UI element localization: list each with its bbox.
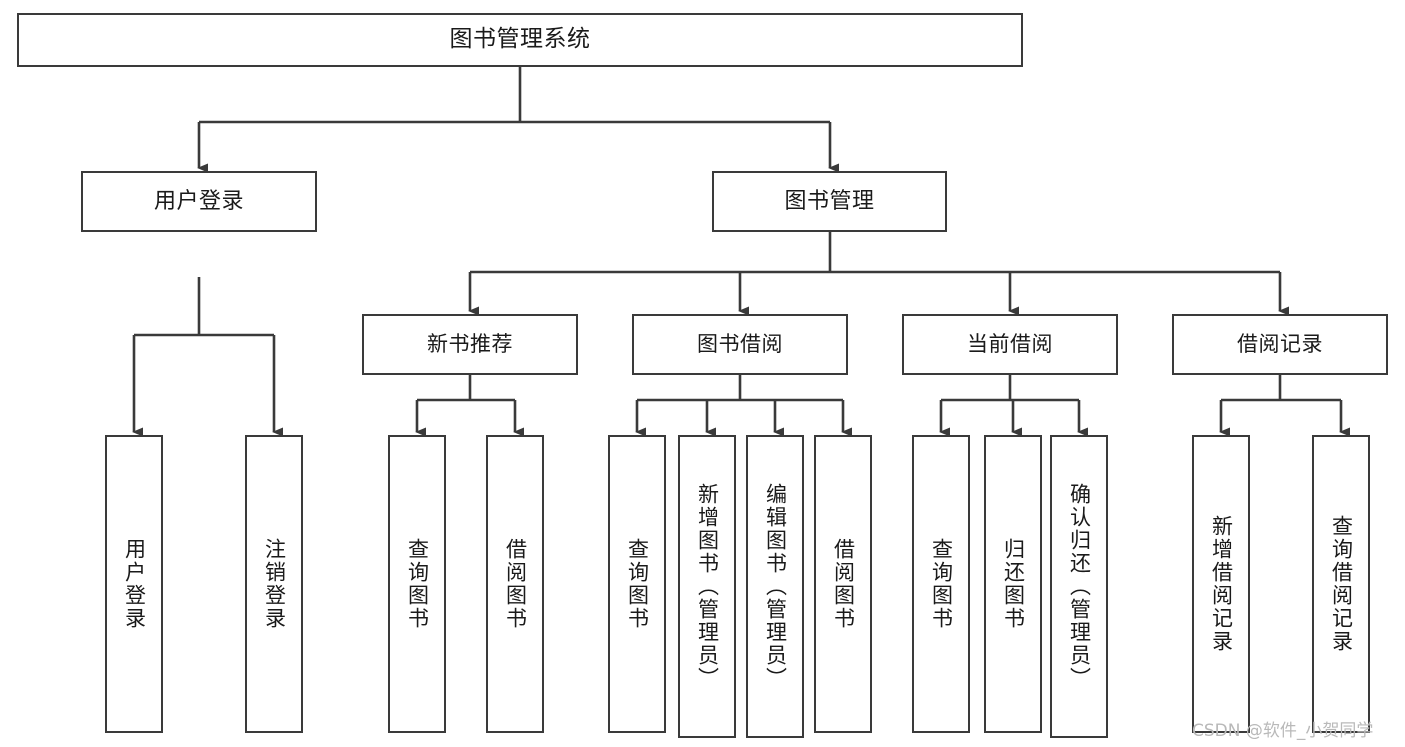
node-label: 当前借阅 xyxy=(967,332,1053,357)
csdn-watermark: CSDN @软件_小贺同学 xyxy=(1192,721,1374,741)
node-user-login[interactable]: 用户登录 xyxy=(81,171,317,232)
node-leaf-borrow-book-1[interactable]: 借阅图书 xyxy=(486,435,544,733)
node-leaf-user-login[interactable]: 用户登录 xyxy=(105,435,163,733)
node-label: 新增借阅记录 xyxy=(1209,515,1234,653)
node-label: 用户登录 xyxy=(153,188,244,214)
node-leaf-query-book-3[interactable]: 查询图书 xyxy=(912,435,970,733)
node-label: 用户登录 xyxy=(122,538,147,630)
node-leaf-borrow-book-2[interactable]: 借阅图书 xyxy=(814,435,872,733)
node-leaf-add-borrow-record[interactable]: 新增借阅记录 xyxy=(1192,435,1250,733)
node-label: 新增图书（管理员） xyxy=(695,483,720,690)
node-label: 查询图书 xyxy=(405,538,430,630)
node-label: 确认归还（管理员） xyxy=(1067,483,1092,690)
node-label: 图书管理系统 xyxy=(449,26,591,53)
node-label: 查询图书 xyxy=(929,538,954,630)
node-borrow-record[interactable]: 借阅记录 xyxy=(1172,314,1388,375)
node-book-management[interactable]: 图书管理 xyxy=(712,171,947,232)
node-label: 注销登录 xyxy=(262,538,287,630)
node-leaf-return-book[interactable]: 归还图书 xyxy=(984,435,1042,733)
node-label: 借阅图书 xyxy=(831,538,856,630)
node-leaf-query-book-1[interactable]: 查询图书 xyxy=(388,435,446,733)
node-new-book-recommend[interactable]: 新书推荐 xyxy=(362,314,578,375)
node-current-borrow[interactable]: 当前借阅 xyxy=(902,314,1118,375)
node-label: 查询图书 xyxy=(625,538,650,630)
node-label: 图书管理 xyxy=(784,188,875,214)
node-root[interactable]: 图书管理系统 xyxy=(17,13,1023,67)
node-label: 归还图书 xyxy=(1001,538,1026,630)
node-label: 查询借阅记录 xyxy=(1329,515,1354,653)
node-leaf-add-book-admin[interactable]: 新增图书（管理员） xyxy=(678,435,736,738)
node-leaf-query-borrow-record[interactable]: 查询借阅记录 xyxy=(1312,435,1370,733)
node-label: 编辑图书（管理员） xyxy=(763,483,788,690)
node-book-borrow[interactable]: 图书借阅 xyxy=(632,314,848,375)
node-label: 新书推荐 xyxy=(427,332,513,357)
node-label: 图书借阅 xyxy=(697,332,783,357)
node-leaf-user-logout[interactable]: 注销登录 xyxy=(245,435,303,733)
node-label: 借阅记录 xyxy=(1237,332,1323,357)
node-leaf-edit-book-admin[interactable]: 编辑图书（管理员） xyxy=(746,435,804,738)
node-leaf-query-book-2[interactable]: 查询图书 xyxy=(608,435,666,733)
node-label: 借阅图书 xyxy=(503,538,528,630)
node-leaf-confirm-return-admin[interactable]: 确认归还（管理员） xyxy=(1050,435,1108,738)
